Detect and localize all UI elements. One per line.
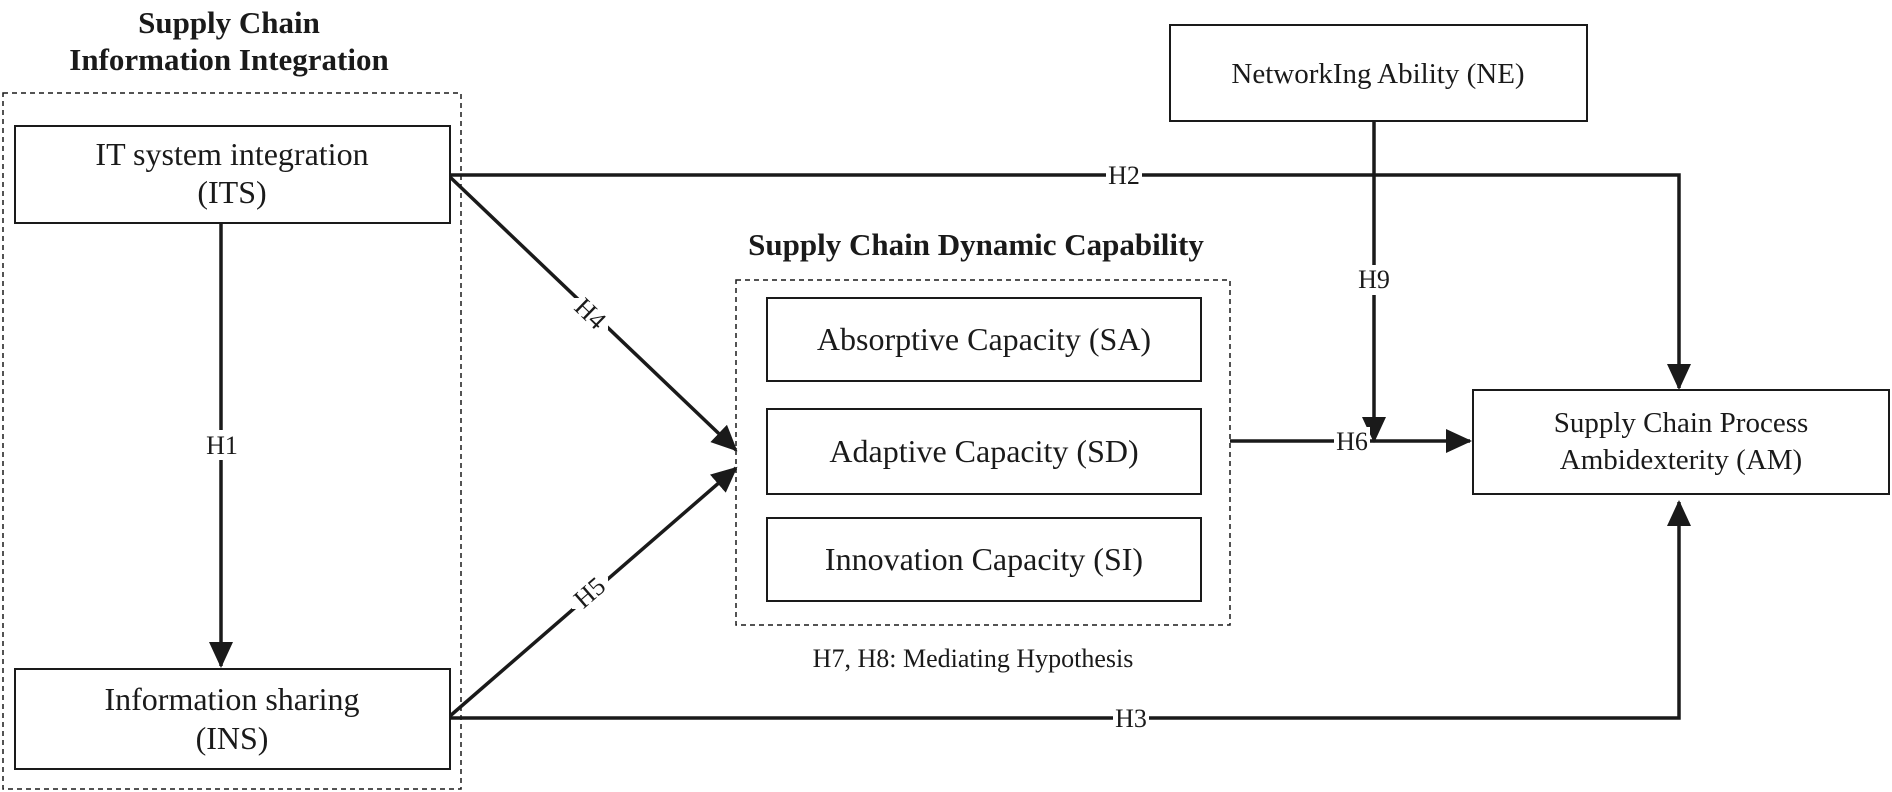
sd-box — [766, 408, 1202, 495]
node-ne: NetworkIng Ability (NE) — [1169, 24, 1588, 122]
si-box — [766, 517, 1202, 602]
its-box — [14, 125, 451, 224]
dynamic-capability-title: Supply Chain Dynamic Capability — [748, 227, 1204, 262]
h3-label: H3 — [1115, 704, 1147, 733]
node-am: Supply Chain Process Ambidexterity (AM) — [1472, 389, 1890, 495]
sa-label: Absorptive Capacity (SA) — [817, 321, 1151, 357]
h1-label: H1 — [206, 431, 238, 460]
node-si: Innovation Capacity (SI) — [766, 517, 1202, 602]
node-ins: Information sharing (INS) — [14, 668, 451, 770]
h9-label: H9 — [1358, 265, 1390, 294]
node-sd: Adaptive Capacity (SD) — [766, 408, 1202, 495]
ins-box — [14, 668, 451, 770]
ins-label-line1: Information sharing — [104, 681, 359, 717]
h2-label: H2 — [1108, 161, 1140, 190]
ne-box — [1169, 24, 1588, 122]
h2-arrow — [450, 173, 1691, 390]
sa-box — [766, 297, 1202, 382]
its-label-line2: (ITS) — [197, 174, 266, 210]
integration-title-line2: Information Integration — [69, 42, 388, 77]
integration-title-line1: Supply Chain — [138, 5, 320, 40]
h6-label: H6 — [1336, 427, 1368, 456]
ne-label: NetworkIng Ability (NE) — [1231, 58, 1524, 90]
mediating-hypothesis-note: H7, H8: Mediating Hypothesis — [813, 644, 1134, 673]
ins-label-line2: (INS) — [196, 720, 269, 756]
am-label-line1: Supply Chain Process — [1554, 407, 1809, 439]
node-its: IT system integration (ITS) — [14, 125, 451, 224]
h3-arrow — [450, 500, 1691, 720]
si-label: Innovation Capacity (SI) — [825, 541, 1143, 577]
dynamic-capability-group-border — [735, 279, 1231, 626]
am-label-line2: Ambidexterity (AM) — [1560, 444, 1802, 476]
dynamic-capability-group: Supply Chain Dynamic Capability — [735, 227, 1231, 626]
its-label-line1: IT system integration — [95, 136, 368, 172]
node-sa: Absorptive Capacity (SA) — [766, 297, 1202, 382]
integration-group-border — [2, 92, 462, 790]
am-box — [1472, 389, 1890, 495]
integration-group: Supply Chain Information Integration — [2, 5, 462, 790]
sd-label: Adaptive Capacity (SD) — [829, 433, 1138, 469]
hypothesis-labels: H1 H2 H3 H4 H5 H6 H9 — [205, 161, 1392, 734]
